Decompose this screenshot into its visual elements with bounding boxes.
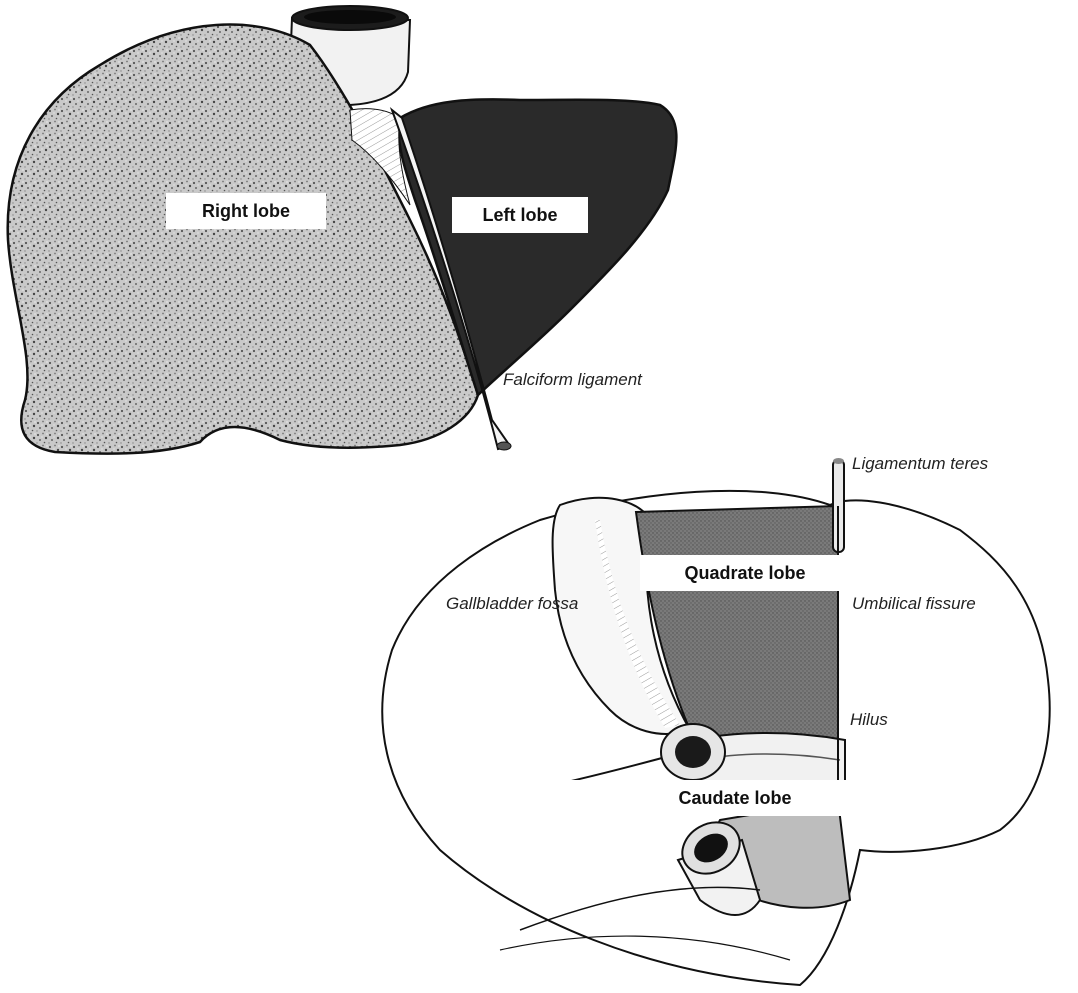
- label-left-lobe: Left lobe: [452, 197, 588, 233]
- label-umbilical-fissure: Umbilical fissure: [852, 594, 976, 614]
- label-right-lobe: Right lobe: [166, 193, 326, 229]
- label-gallbladder-fossa: Gallbladder fossa: [446, 594, 578, 614]
- label-falciform-ligament: Falciform ligament: [503, 370, 642, 390]
- label-hilus: Hilus: [850, 710, 888, 730]
- label-ligamentum-teres: Ligamentum teres: [852, 454, 988, 474]
- right-lobe-shape: [8, 25, 478, 454]
- lower-liver-view: [382, 458, 1049, 985]
- label-quadrate-lobe: Quadrate lobe: [640, 555, 850, 591]
- label-caudate-lobe: Caudate lobe: [520, 780, 950, 816]
